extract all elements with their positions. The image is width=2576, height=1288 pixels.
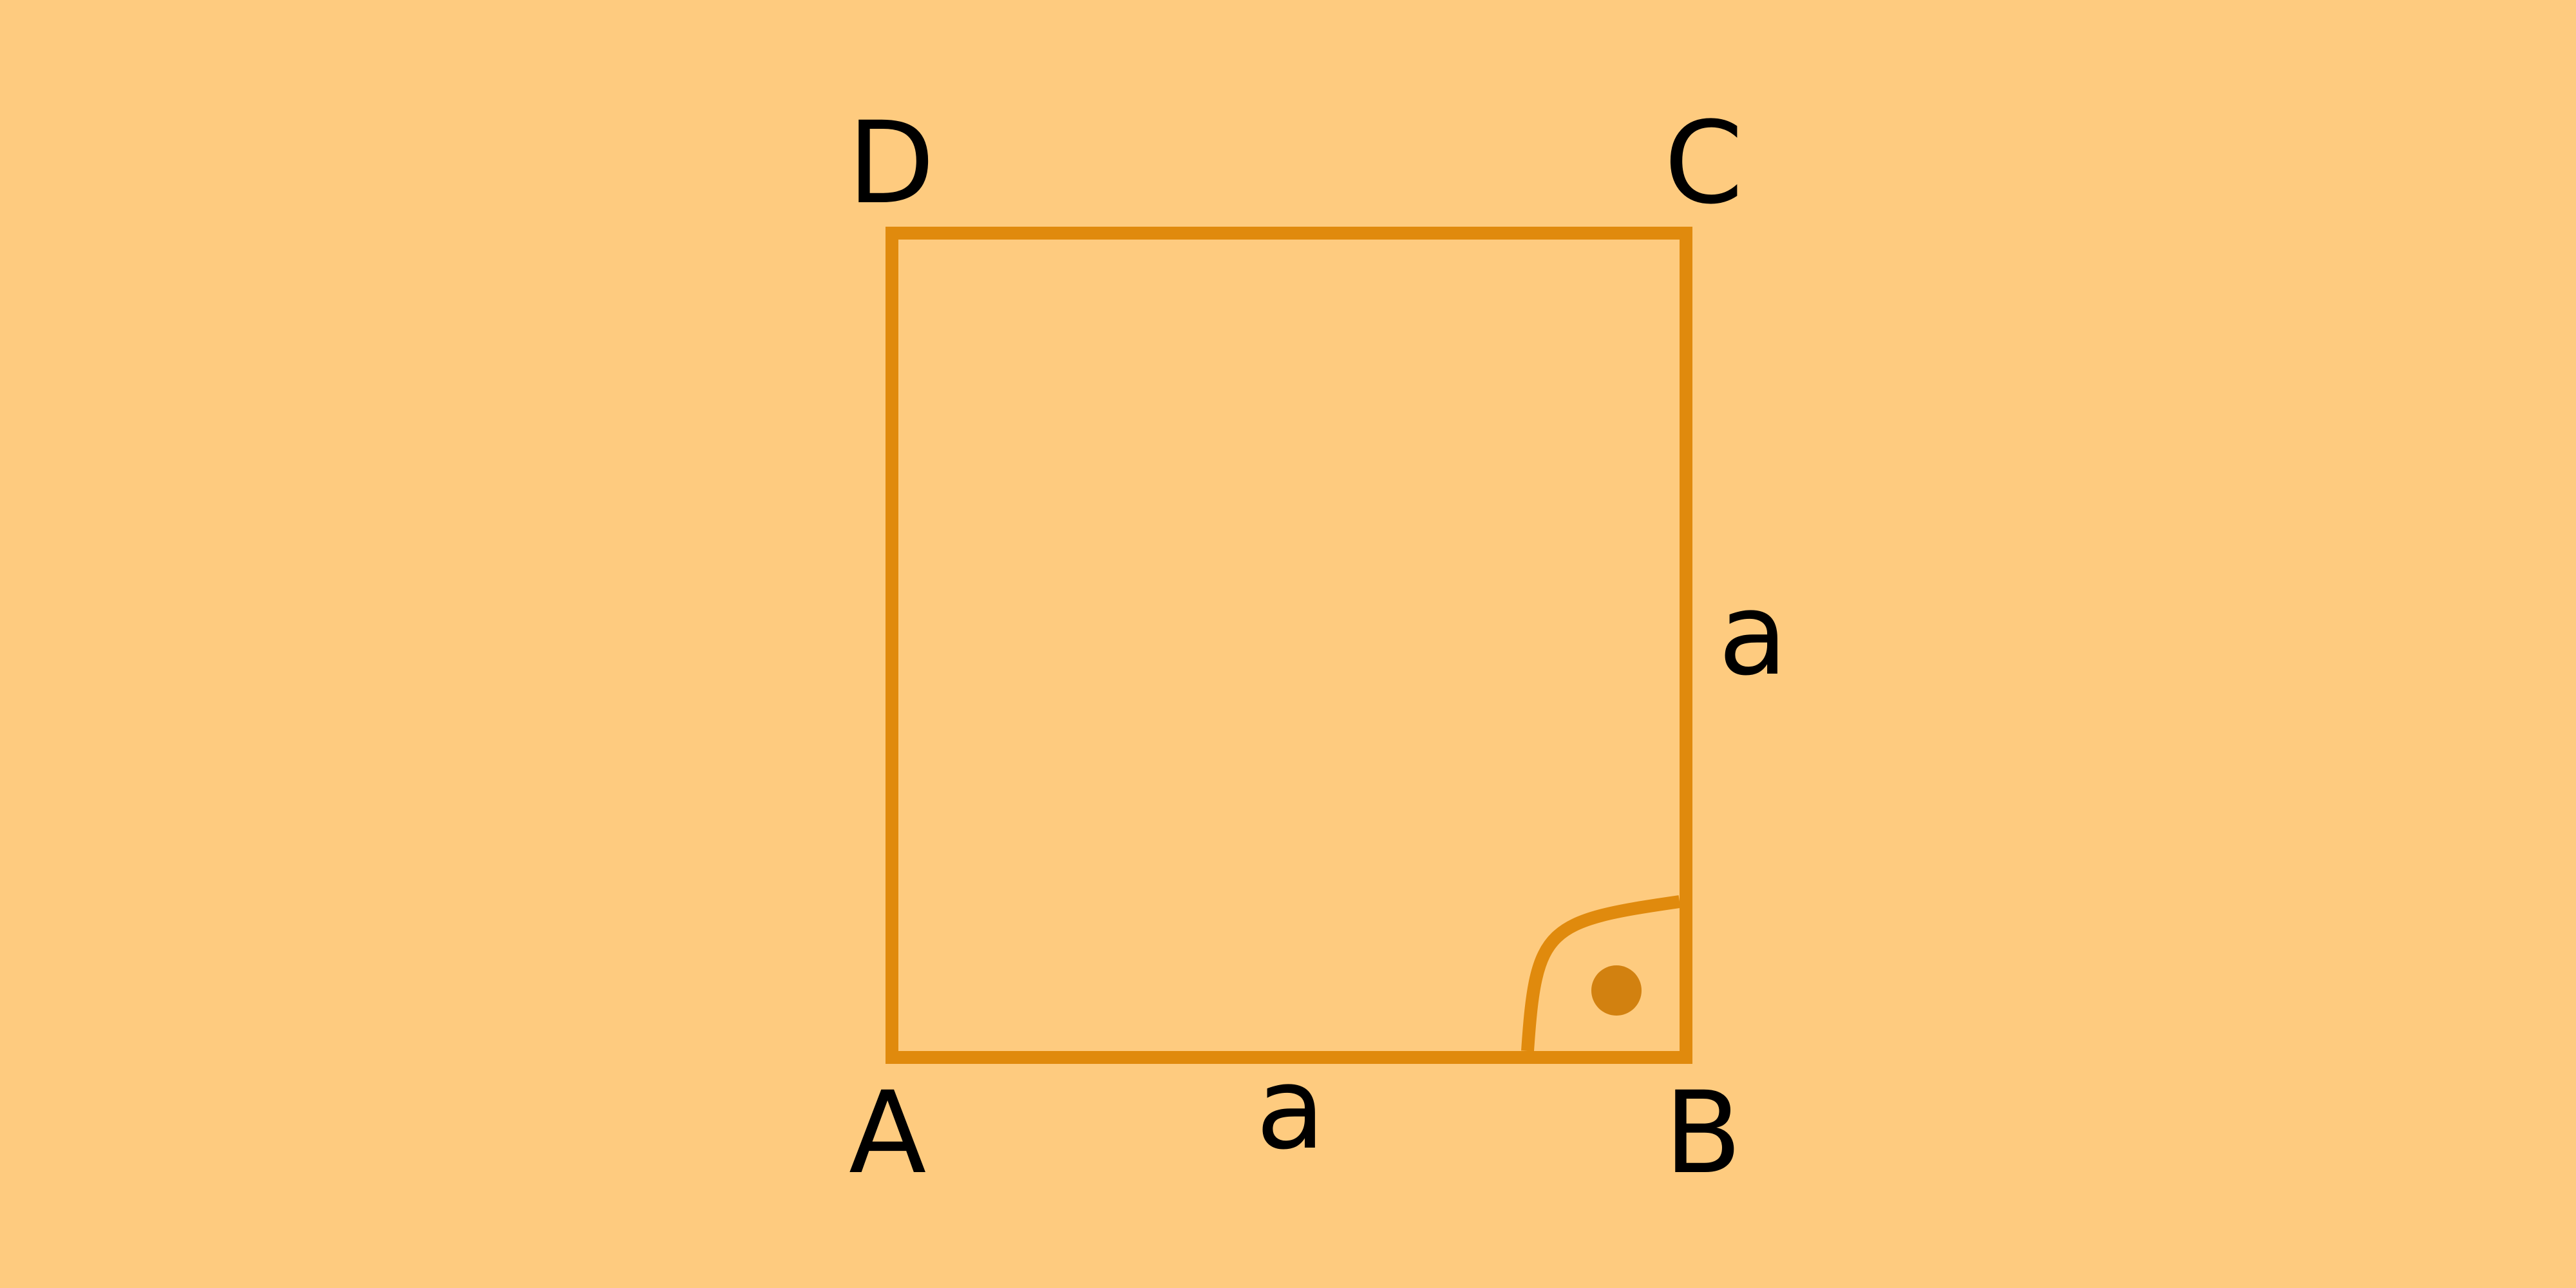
vertex-label-b: B [1664, 1067, 1742, 1199]
right-angle-dot [1591, 965, 1642, 1016]
vertex-label-a: A [849, 1067, 926, 1199]
vertex-label-c: C [1664, 97, 1743, 229]
vertex-label-d: D [848, 97, 935, 229]
side-label-bottom: a [1256, 1043, 1325, 1175]
right-angle-arc [1521, 895, 1681, 1052]
side-label-right: a [1718, 569, 1788, 701]
square-abcd [886, 227, 1692, 1064]
